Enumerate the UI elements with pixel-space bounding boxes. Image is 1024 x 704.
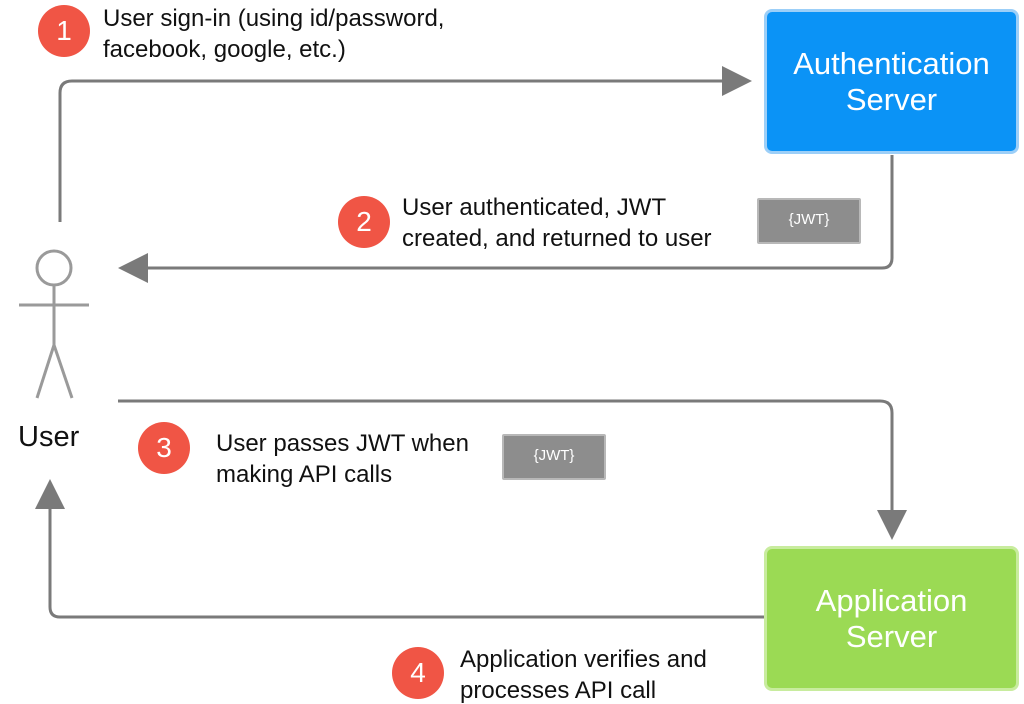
step-3-text: User passes JWT when making API calls — [216, 430, 469, 488]
user-figure-icon — [19, 249, 89, 399]
arrow-signin — [58, 66, 752, 222]
arrow-jwt-returned — [118, 155, 894, 283]
step-1-badge: 1 — [38, 5, 90, 57]
step-4-text: Application verifies and processes API c… — [460, 646, 707, 704]
user-label: User — [18, 421, 80, 453]
step-3-badge: 3 — [138, 422, 190, 474]
arrow-api-response — [35, 479, 764, 619]
jwt-token-badge-1: {JWT} — [757, 198, 861, 244]
authentication-server-label: Authentication Server — [793, 45, 990, 117]
arrow-api-call — [118, 399, 907, 540]
step-2-badge: 2 — [338, 196, 390, 248]
step-2-text: User authenticated, JWT created, and ret… — [402, 194, 712, 252]
step-4-badge: 4 — [392, 647, 444, 699]
step-1-text: User sign-in (using id/password, faceboo… — [103, 5, 445, 63]
authentication-server-box: Authentication Server — [764, 9, 1019, 154]
jwt-token-badge-2: {JWT} — [502, 434, 606, 480]
application-server-label: Application Server — [815, 582, 968, 654]
application-server-box: Application Server — [764, 546, 1019, 691]
